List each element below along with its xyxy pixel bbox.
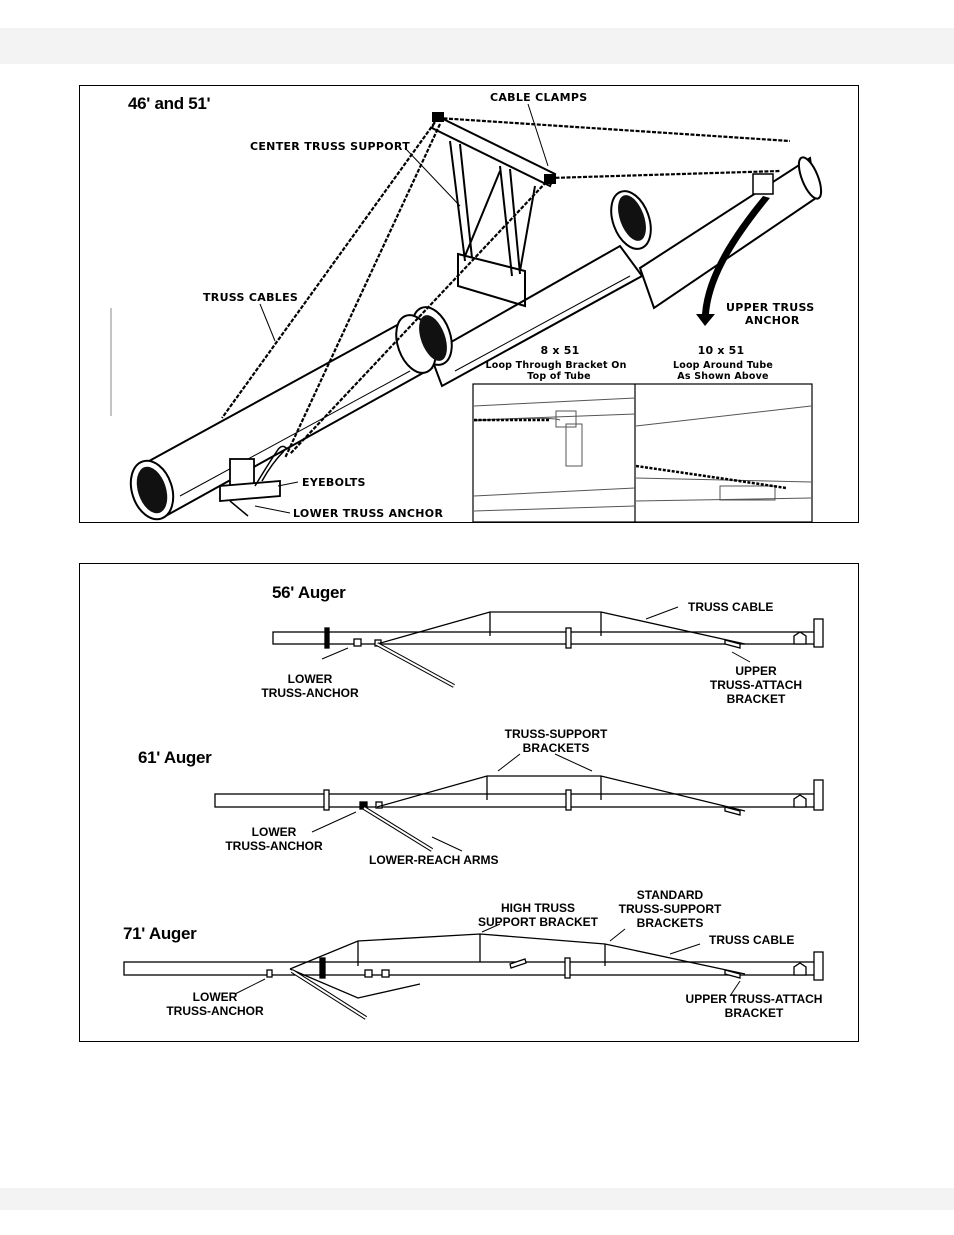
upper-truss-anchor-label-1: UPPER TRUSS — [726, 301, 815, 314]
footer-band — [0, 1188, 954, 1210]
auger-71-upper-label-2: BRACKET — [724, 1006, 784, 1020]
auger-56-drawing — [272, 606, 824, 688]
auger-56-lower-label-1: LOWER — [287, 672, 333, 686]
eyebolts-label: EYEBOLTS — [302, 476, 366, 489]
inset-left-title: 8 x 51 — [540, 344, 580, 357]
auger-56-upper-label-2: TRUSS-ATTACH — [709, 678, 803, 692]
auger-71-lower-label-1: LOWER — [192, 990, 238, 1004]
header-band — [0, 28, 954, 64]
center-truss-support-label: CENTER TRUSS SUPPORT — [250, 140, 411, 153]
auger-61-lower-label-2: TRUSS-ANCHOR — [225, 839, 323, 853]
auger-61-support-label-2: BRACKETS — [522, 741, 590, 755]
auger-56-upper-label-1: UPPER — [735, 664, 777, 678]
auger-56-title: 56' Auger — [272, 583, 346, 602]
auger-71-std-label-2: TRUSS-SUPPORT — [618, 902, 722, 916]
lower-truss-anchor-label: LOWER TRUSS ANCHOR — [293, 507, 444, 520]
auger-71-high-label-1: HIGH TRUSS — [500, 901, 576, 915]
inset-photos — [472, 383, 813, 523]
auger-71-truss-cable-label: TRUSS CABLE — [709, 933, 795, 947]
truss-cables-label: TRUSS CABLES — [203, 291, 299, 304]
panel-a-title: 46' and 51' — [128, 94, 211, 113]
auger-71-std-label-1: STANDARD — [636, 888, 704, 902]
inset-right-line1: Loop Around Tube — [672, 360, 774, 371]
cable-clamps-label: CABLE CLAMPS — [490, 91, 588, 104]
auger-71-high-label-2: SUPPORT BRACKET — [477, 915, 599, 929]
inset-right-title: 10 x 51 — [697, 344, 745, 357]
upper-truss-anchor-label-2: ANCHOR — [745, 314, 800, 327]
auger-61-support-label-1: TRUSS-SUPPORT — [504, 727, 608, 741]
auger-71-std-label-3: BRACKETS — [636, 916, 704, 930]
upper-anchor-arrow — [696, 196, 770, 326]
auger-61-lower-label-1: LOWER — [251, 825, 297, 839]
auger-56-lower-label-2: TRUSS-ANCHOR — [261, 686, 359, 700]
auger-56-truss-cable-label: TRUSS CABLE — [688, 600, 774, 614]
auger-71-upper-label-1: UPPER TRUSS-ATTACH — [685, 992, 823, 1006]
inset-left-line2: Top of Tube — [527, 371, 591, 382]
auger-56-upper-label-3: BRACKET — [726, 692, 786, 706]
auger-truss-illustration — [110, 103, 823, 523]
auger-71-drawing — [123, 923, 824, 1020]
auger-61-drawing — [214, 753, 824, 852]
truss-diagram-46-51-panel: 46' and 51' CABLE CLAMPS CENTER TRUSS SU… — [79, 85, 859, 523]
inset-right-line2: As Shown Above — [677, 371, 769, 382]
auger-71-title: 71' Auger — [123, 924, 197, 943]
auger-layout-drawings — [123, 606, 824, 1020]
auger-61-reach-arms-label: LOWER-REACH ARMS — [369, 853, 499, 867]
inset-left-line1: Loop Through Bracket On — [485, 360, 627, 371]
auger-61-title: 61' Auger — [138, 748, 212, 767]
auger-71-lower-label-2: TRUSS-ANCHOR — [166, 1004, 264, 1018]
auger-truss-layouts-panel: 56' Auger TRUSS CABLE LOWER TRUSS-ANCHOR… — [79, 563, 859, 1042]
